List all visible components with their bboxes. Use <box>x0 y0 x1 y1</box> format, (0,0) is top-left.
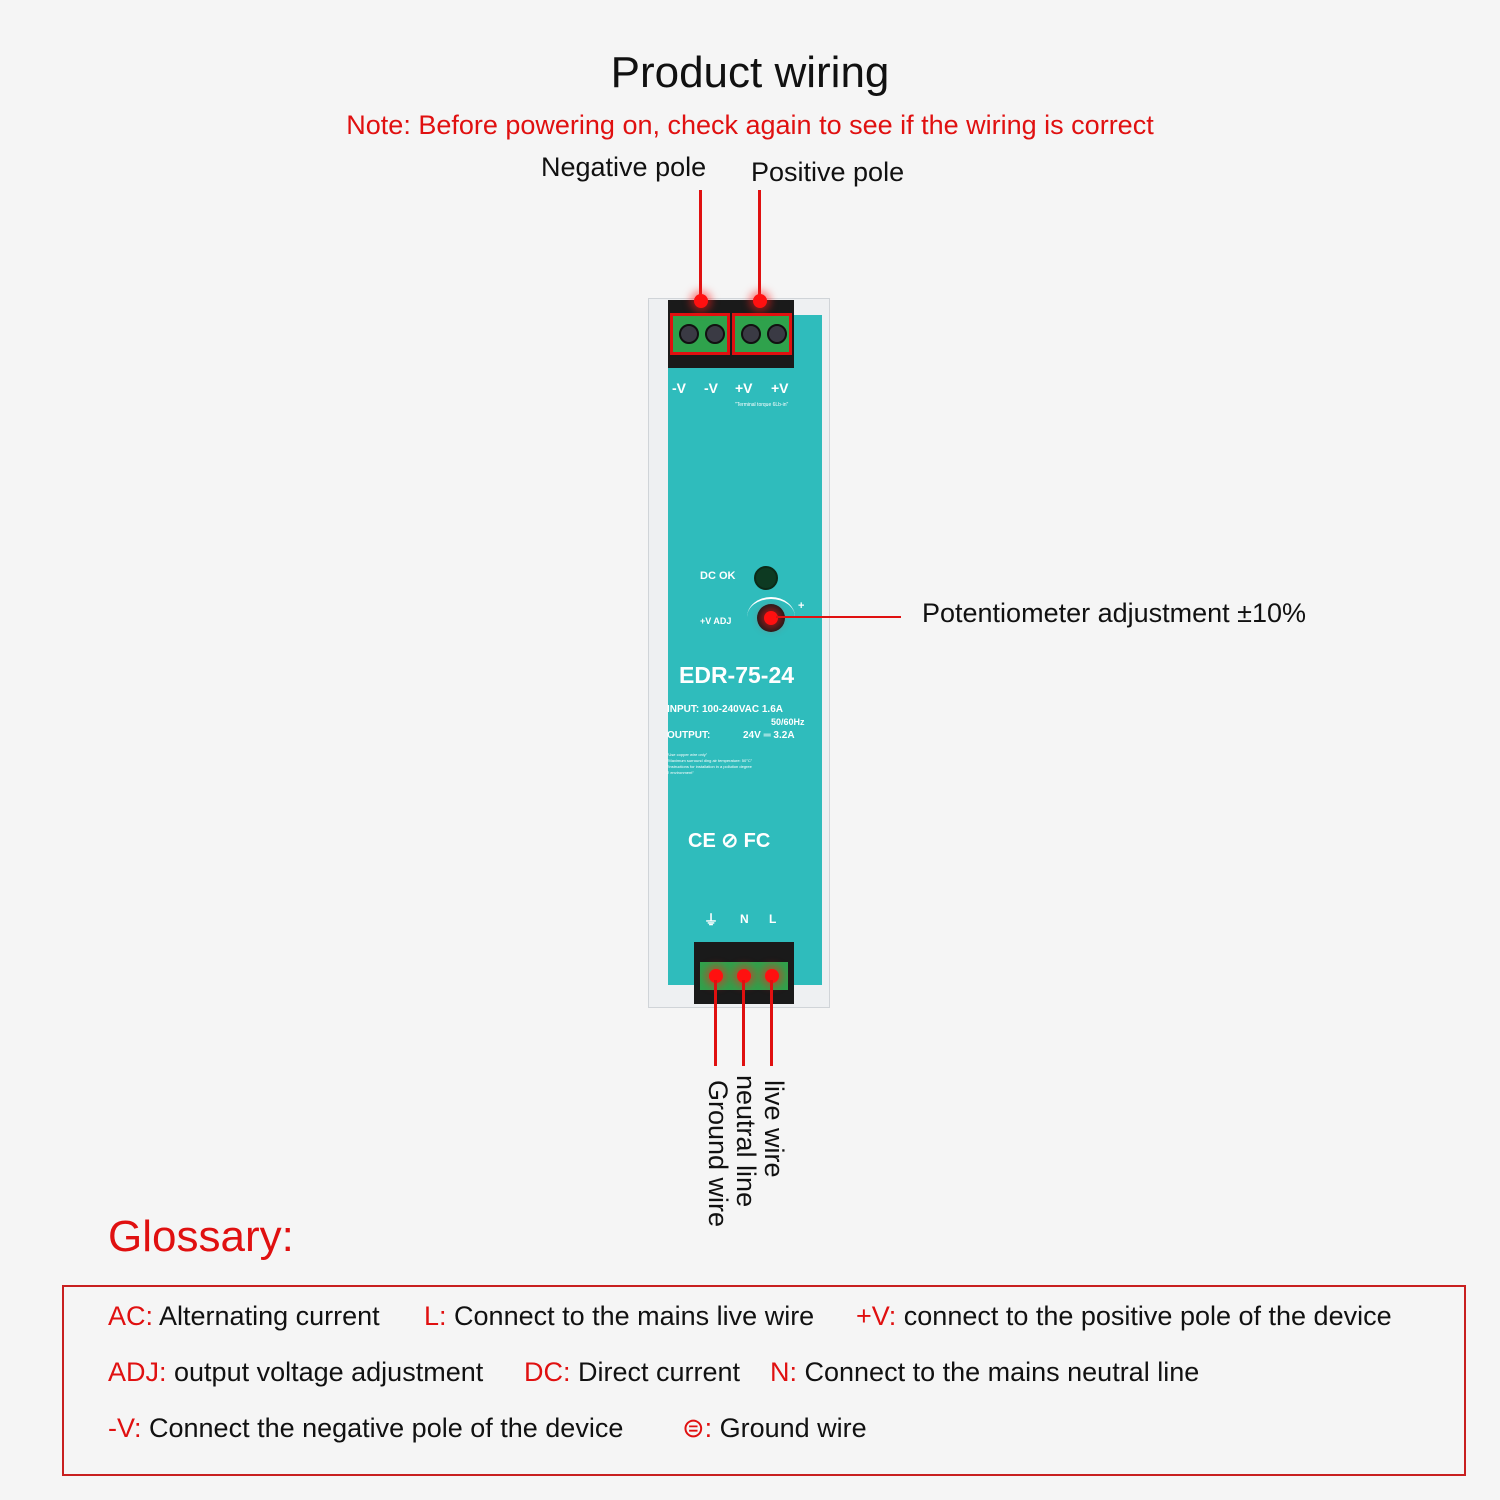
terminal-label: +V <box>735 380 753 396</box>
potentiometer-label: Potentiometer adjustment ±10% <box>922 598 1307 628</box>
power-supply-front-panel <box>668 315 822 985</box>
glossary-entry-dc: DC: Direct current <box>524 1357 741 1387</box>
terminal-label: -V <box>704 380 718 396</box>
model-name: EDR-75-24 <box>679 662 795 688</box>
neutral-marker-dot <box>737 969 751 983</box>
potentiometer-marker-dot <box>764 611 778 625</box>
adj-plus-sign: + <box>798 600 805 612</box>
negative-marker-dot <box>694 294 708 308</box>
certification-marks: CE ⊘ FC <box>688 830 771 852</box>
neutral-line-label: neutral line <box>731 1075 761 1208</box>
glossary-entry-adj: ADJ: output voltage adjustment <box>108 1357 484 1387</box>
live-terminal-label: L <box>769 912 777 926</box>
dc-ok-led <box>754 566 778 590</box>
glossary-entry-ground: ⊜: Ground wire <box>682 1413 867 1443</box>
frequency-spec: 50/60Hz <box>771 717 805 727</box>
live-marker-dot <box>765 969 779 983</box>
output-spec: 24V ═ 3.2A <box>743 730 795 741</box>
page-title: Product wiring <box>610 48 890 97</box>
ground-marker-dot <box>709 969 723 983</box>
torque-note: "Terminal torque 6Lb-in" <box>735 402 789 408</box>
glossary-entry-ac: AC: Alternating current <box>108 1301 380 1331</box>
live-pointer-line <box>770 980 773 1066</box>
negative-terminal <box>670 313 730 355</box>
glossary-title: Glossary: <box>108 1212 294 1261</box>
terminal-label: +V <box>771 380 789 396</box>
positive-marker-dot <box>753 294 767 308</box>
dc-ok-label: DC OK <box>700 570 736 582</box>
fine-print: "Use copper wire only""Maximum surround … <box>667 752 753 775</box>
glossary-entry-l: L: Connect to the mains live wire <box>424 1301 815 1331</box>
wiring-note: Note: Before powering on, check again to… <box>346 110 1154 140</box>
live-wire-label: live wire <box>759 1080 789 1178</box>
ground-icon: ⊜: <box>682 1413 713 1443</box>
potentiometer-pointer-line <box>776 616 901 618</box>
glossary-entry-minus-v: -V: Connect the negative pole of the dev… <box>108 1413 624 1443</box>
negative-pole-label: Negative pole <box>541 152 707 182</box>
ground-terminal-label: ⏚ <box>704 912 718 928</box>
glossary-box <box>62 1285 1466 1476</box>
glossary-entry-n: N: Connect to the mains neutral line <box>770 1357 1200 1387</box>
ground-wire-label: Ground wire <box>703 1080 733 1228</box>
positive-terminal <box>732 313 792 355</box>
input-spec: INPUT: 100-240VAC 1.6A <box>667 704 783 715</box>
adj-arc <box>747 597 795 637</box>
terminal-label: -V <box>672 380 686 396</box>
neutral-pointer-line <box>742 980 745 1066</box>
ground-pointer-line <box>714 980 717 1066</box>
output-label: OUTPUT: <box>667 730 711 741</box>
adj-label: +V ADJ <box>700 616 732 626</box>
neutral-terminal-label: N <box>740 912 749 926</box>
positive-pole-label: Positive pole <box>751 157 905 187</box>
positive-pointer-line <box>758 190 761 302</box>
glossary-entry-plus-v: +V: connect to the positive pole of the … <box>856 1301 1392 1331</box>
negative-pointer-line <box>699 190 702 302</box>
